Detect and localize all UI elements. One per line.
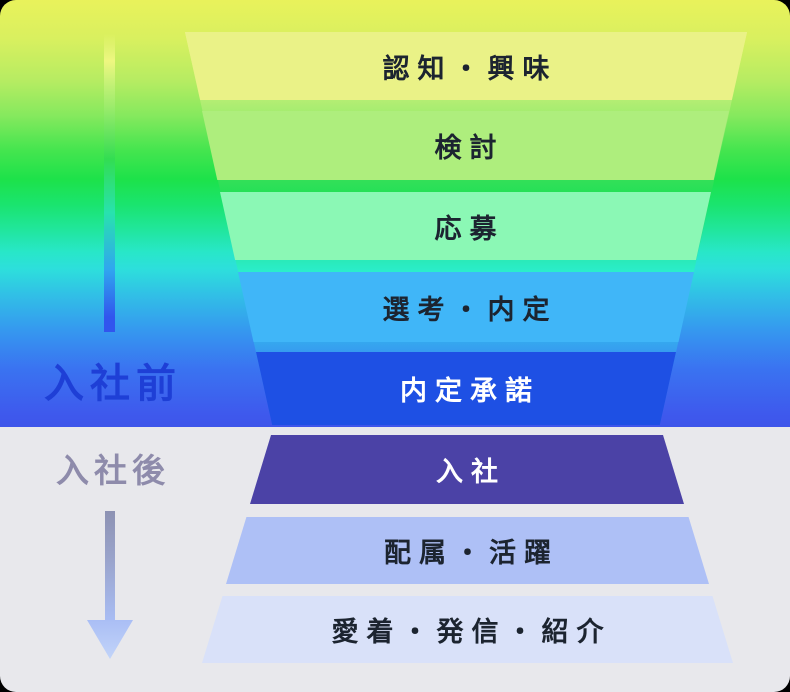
funnel-stage-offer-acceptance: 内定承諾	[256, 352, 676, 425]
funnel-stage-assignment-activity: 配属・活躍	[226, 517, 709, 584]
phase-label-before-joining: 入社前	[44, 361, 182, 407]
stage-label: 内定承諾	[400, 376, 540, 407]
stage-label: 認知・興味	[382, 53, 558, 85]
funnel-stage-consideration: 検討	[202, 111, 729, 180]
funnel-stage-application: 応募	[220, 192, 711, 260]
stage-label: 入社	[436, 457, 506, 488]
stage-label: 検討	[434, 133, 505, 164]
phase-label-after-joining: 入社後	[56, 451, 170, 490]
funnel-stage-joining: 入社	[250, 435, 684, 504]
stage-label: 選考・内定	[382, 294, 558, 326]
funnel-stage-attachment-sharing-referral: 愛着・発信・紹介	[202, 596, 733, 663]
funnel-stage-awareness-interest: 認知・興味	[185, 32, 747, 100]
stage-label: 愛着・発信・紹介	[331, 617, 612, 648]
pre-join-timeline-bar	[104, 34, 115, 332]
funnel-stage-selection-offer: 選考・内定	[238, 272, 694, 342]
stage-label: 配属・活躍	[384, 538, 559, 569]
stage-label: 応募	[434, 213, 505, 245]
post-join-arrow-shaft	[105, 511, 115, 621]
